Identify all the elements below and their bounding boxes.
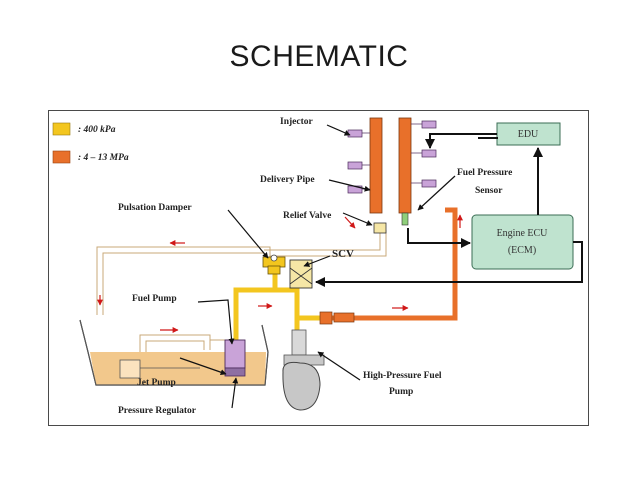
fuel-tank — [79, 319, 269, 386]
schematic-frame — [48, 110, 589, 426]
delivery-pipe-label: Delivery Pipe — [260, 175, 315, 185]
engine-ecu-label: Engine ECU — [497, 228, 549, 239]
jet-pump-label: Jet Pump — [137, 378, 176, 388]
legend-low-pressure-label: : 400 kPa — [78, 125, 116, 135]
pulsation-damper — [262, 254, 286, 275]
low-pressure-lines — [233, 270, 320, 345]
edu-box: EDU — [496, 122, 561, 146]
injector-icon — [347, 161, 370, 170]
legend-high-pressure-label: : 4 – 13 MPa — [78, 153, 129, 163]
hp-pump-label-line2: Pump — [389, 387, 413, 397]
scv-label: SCV — [332, 248, 354, 260]
legend-high-pressure-swatch — [52, 150, 71, 164]
high-pressure-fuel-pump — [282, 311, 355, 411]
pulsation-damper-label: Pulsation Damper — [118, 203, 192, 213]
engine-ecu-box: Engine ECU (ECM) — [471, 214, 574, 270]
injector-icon — [347, 129, 370, 138]
high-pressure-lines — [331, 207, 458, 321]
edu-label: EDU — [518, 129, 539, 140]
injector-icon — [411, 179, 437, 188]
fuel-pump — [224, 339, 246, 377]
delivery-pipes — [369, 117, 412, 234]
fuel-pump-label: Fuel Pump — [132, 294, 177, 304]
legend-low-pressure-swatch — [52, 122, 71, 136]
fuel-pressure-sensor-label-line2: Sensor — [475, 186, 503, 196]
injector-label: Injector — [280, 117, 313, 127]
legend: : 400 kPa : 4 – 13 MPa — [52, 122, 129, 164]
signal-wires — [315, 133, 583, 287]
flow-arrows — [97, 214, 463, 333]
injector-icon — [411, 120, 437, 129]
pressure-regulator-label: Pressure Regulator — [118, 406, 197, 416]
page-title: SCHEMATIC — [229, 40, 409, 73]
relief-valve-label: Relief Valve — [283, 211, 331, 221]
injector-icon — [411, 149, 437, 158]
engine-ecu-subtitle: (ECM) — [508, 245, 536, 256]
fuel-pressure-sensor-label-line1: Fuel Pressure — [457, 168, 512, 178]
leader-lines — [179, 124, 456, 409]
injectors — [347, 120, 437, 194]
scv-valve — [289, 259, 313, 289]
hp-pump-label-line1: High-Pressure Fuel — [363, 371, 442, 381]
